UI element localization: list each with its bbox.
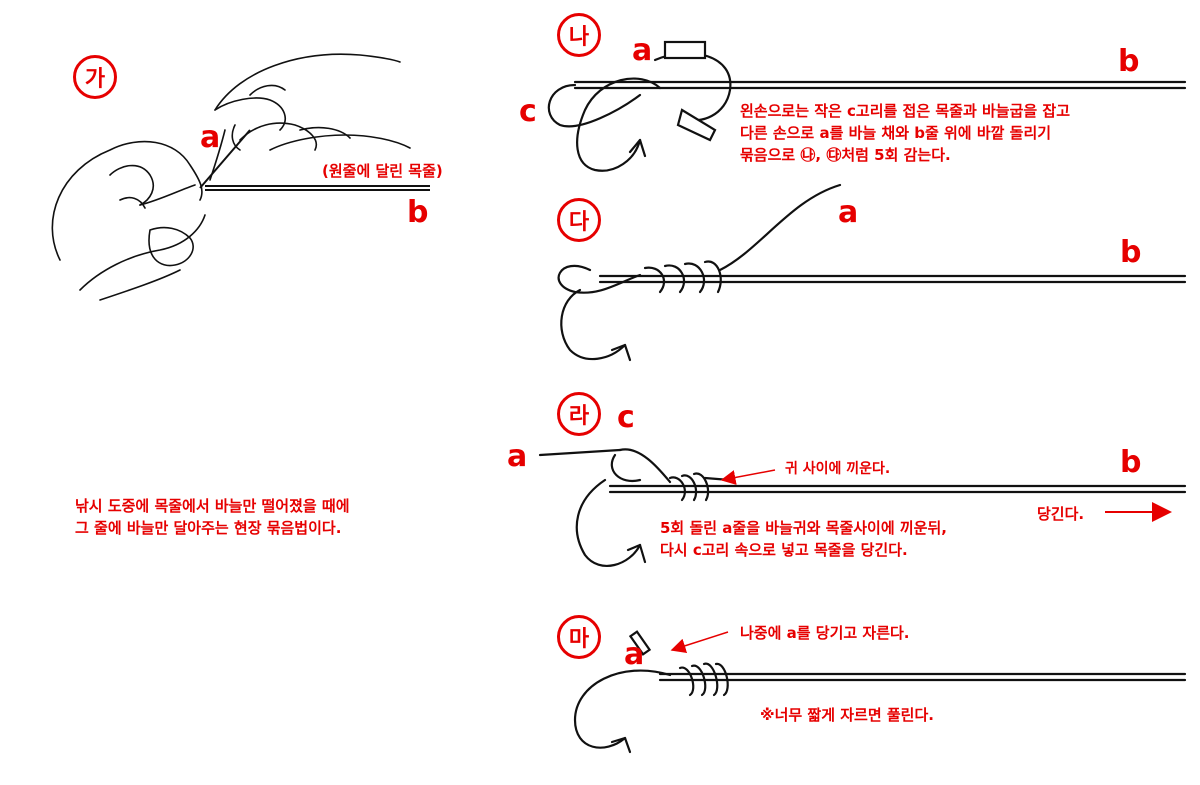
panel-na-drawing xyxy=(547,40,1187,172)
instruction-line: 다른 손으로 a를 바늘 채와 b줄 위에 바깥 돌리기 xyxy=(740,124,1052,142)
panel-da-label-a: a xyxy=(838,195,859,230)
panel-ma-cut-note: 나중에 a를 당기고 자른다. xyxy=(740,624,910,642)
panel-ga-lines xyxy=(199,129,430,191)
panel-ga-caption: (원줄에 달린 목줄) xyxy=(322,162,443,180)
panel-da-label-b: b xyxy=(1120,235,1142,270)
panel-na-badge: 나 xyxy=(557,13,601,57)
panel-ra-drawing xyxy=(538,448,1187,567)
instruction-line: 묶음으로 ㉯, ㉰처럼 5회 감는다. xyxy=(740,146,951,164)
intro-line: 낚시 도중에 목줄에서 바늘만 떨어졌을 때에 xyxy=(75,497,350,515)
panel-ga-label-a: a xyxy=(200,120,221,155)
panel-ma-drawing xyxy=(573,630,1187,754)
panel-ma-warning: ※너무 짧게 자르면 풀린다. xyxy=(760,706,934,724)
panel-ra-eye-note: 귀 사이에 끼운다. xyxy=(785,461,891,477)
instruction-line: 5회 돌린 a줄을 바늘귀와 목줄사이에 끼운뒤, xyxy=(660,519,947,537)
panel-ra-label-b: b xyxy=(1120,445,1142,480)
instruction-line: 다시 c고리 속으로 넣고 목줄을 당긴다. xyxy=(660,541,908,559)
panel-ga-label-b: b xyxy=(407,195,429,230)
panel-ra-instructions: 5회 돌린 a줄을 바늘귀와 목줄사이에 끼운뒤, 다시 c고리 속으로 넣고 … xyxy=(660,517,947,561)
panel-ra-pull-note: 당긴다. xyxy=(1037,505,1085,523)
panel-ma-badge: 마 xyxy=(557,615,601,659)
panel-da-drawing xyxy=(557,183,1187,362)
panel-ra-badge: 라 xyxy=(557,392,601,436)
panel-na-label-b: b xyxy=(1118,44,1140,79)
eye-note-arrow xyxy=(720,469,776,485)
instruction-line: 왼손으로는 작은 c고리를 접은 목줄과 바늘굽을 잡고 xyxy=(740,102,1071,120)
panel-ga-badge: 가 xyxy=(73,55,117,99)
panel-ma-label-a: a xyxy=(624,637,645,672)
intro-line: 그 줄에 바늘만 달아주는 현장 묶음법이다. xyxy=(75,519,342,537)
panel-ra-label-a: a xyxy=(507,439,528,474)
panel-ra-label-c: c xyxy=(617,400,635,435)
intro-text: 낚시 도중에 목줄에서 바늘만 떨어졌을 때에 그 줄에 바늘만 달아주는 현장… xyxy=(75,495,350,539)
panel-da-badge: 다 xyxy=(557,198,601,242)
cut-note-arrow xyxy=(670,631,729,654)
panel-na-label-a: a xyxy=(632,33,653,68)
panel-na-label-c: c xyxy=(519,94,537,129)
panel-na-instructions: 왼손으로는 작은 c고리를 접은 목줄과 바늘굽을 잡고 다른 손으로 a를 바… xyxy=(740,100,1070,166)
